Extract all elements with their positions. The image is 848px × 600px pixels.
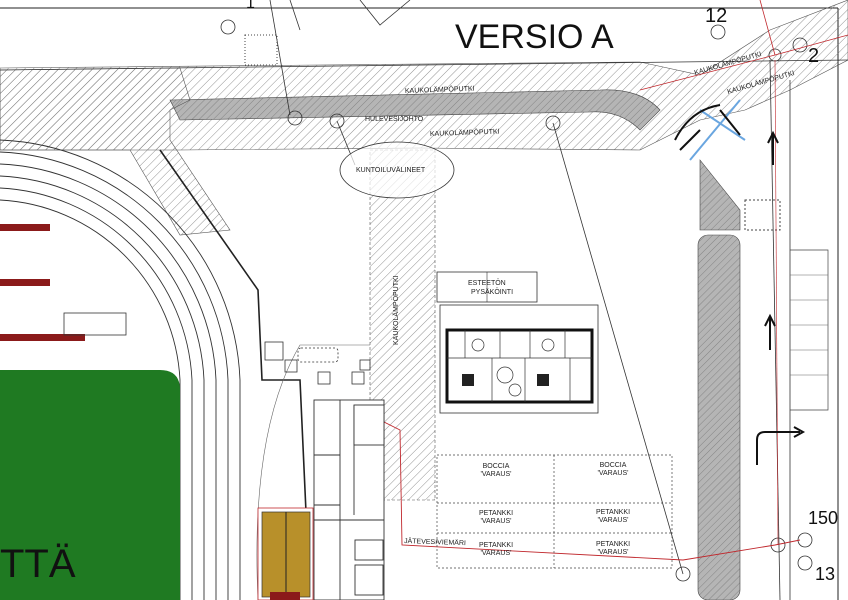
parking-stalls (790, 274, 828, 376)
marker-13: 13 (815, 564, 835, 584)
jump-pit-3 (0, 334, 85, 341)
traffic-arrows (674, 99, 806, 465)
path-lines (269, 0, 411, 116)
label-parking-2: PYSÄKÖINTI (471, 288, 513, 296)
court-name: PETANKKI (479, 542, 513, 549)
label-jatevesi: JÄTEVESIVIEMÄRI (404, 537, 466, 547)
pipe-line (552, 122, 684, 575)
road-edge-right (769, 59, 781, 600)
marker-1: 1 (246, 0, 255, 12)
throw-area (63, 312, 127, 336)
court-note: 'VARAUS' (598, 549, 629, 556)
red-pipe-right (774, 34, 848, 56)
jump-pit-1 (0, 224, 50, 231)
label-kaukolampo-mid: KAUKOLÄMPÖPUTKI (430, 128, 500, 138)
red-pipe-vertical (774, 59, 779, 546)
marker-2: 2 (808, 45, 819, 67)
court-note: 'VARAUS' (598, 517, 629, 524)
label-kaukolampo-vertical: KAUKOLÄMPÖPUTKI (392, 275, 400, 345)
benches (264, 341, 371, 385)
label-kaukolampo-top: KAUKOLÄMPÖPUTKI (405, 85, 475, 95)
court-name: PETANKKI (596, 509, 630, 516)
walkway (256, 344, 370, 600)
version-title: VERSIO A (455, 18, 614, 56)
court-name: PETANKKI (479, 510, 513, 517)
service-building (439, 304, 599, 414)
sand-pit-edge (270, 592, 300, 600)
court-name: BOCCIA (483, 463, 510, 470)
court-name: BOCCIA (600, 462, 627, 469)
manholes (220, 19, 813, 582)
court-note: 'VARAUS' (481, 550, 512, 557)
crosswalk-top (244, 34, 278, 66)
traffic-island (699, 159, 741, 231)
wastewater-pipe (339, 399, 801, 561)
jump-pit-2 (0, 279, 50, 286)
courts-grid (436, 454, 673, 569)
crosswalk-right (744, 199, 781, 231)
parking-row (790, 249, 829, 411)
label-parking-1: ESTEETÖN (468, 279, 506, 287)
path-boundary (159, 149, 311, 600)
road-edge (0, 59, 848, 71)
fitness-area (339, 141, 455, 199)
corner-text: TTÄ (0, 542, 76, 586)
court-note: 'VARAUS' (481, 471, 512, 478)
court-name: PETANKKI (596, 541, 630, 548)
marker-12: 12 (705, 5, 727, 27)
court-note: 'VARAUS' (598, 470, 629, 477)
court-note: 'VARAUS' (481, 518, 512, 525)
marker-150: 150 (808, 508, 838, 528)
sports-field (0, 370, 180, 600)
street-band (169, 89, 661, 131)
running-track (0, 139, 241, 600)
court-labels: BOCCIA 'VARAUS' BOCCIA 'VARAUS' PETANKKI… (479, 462, 630, 557)
label-kuntoilu: KUNTOILUVÄLINEET (356, 166, 426, 174)
road-strip (697, 234, 741, 600)
pipe-corridor (369, 149, 436, 501)
changing-building (313, 399, 385, 600)
hatched-corner (0, 67, 231, 236)
label-huleves: HULEVESIJOHTO (365, 116, 424, 123)
